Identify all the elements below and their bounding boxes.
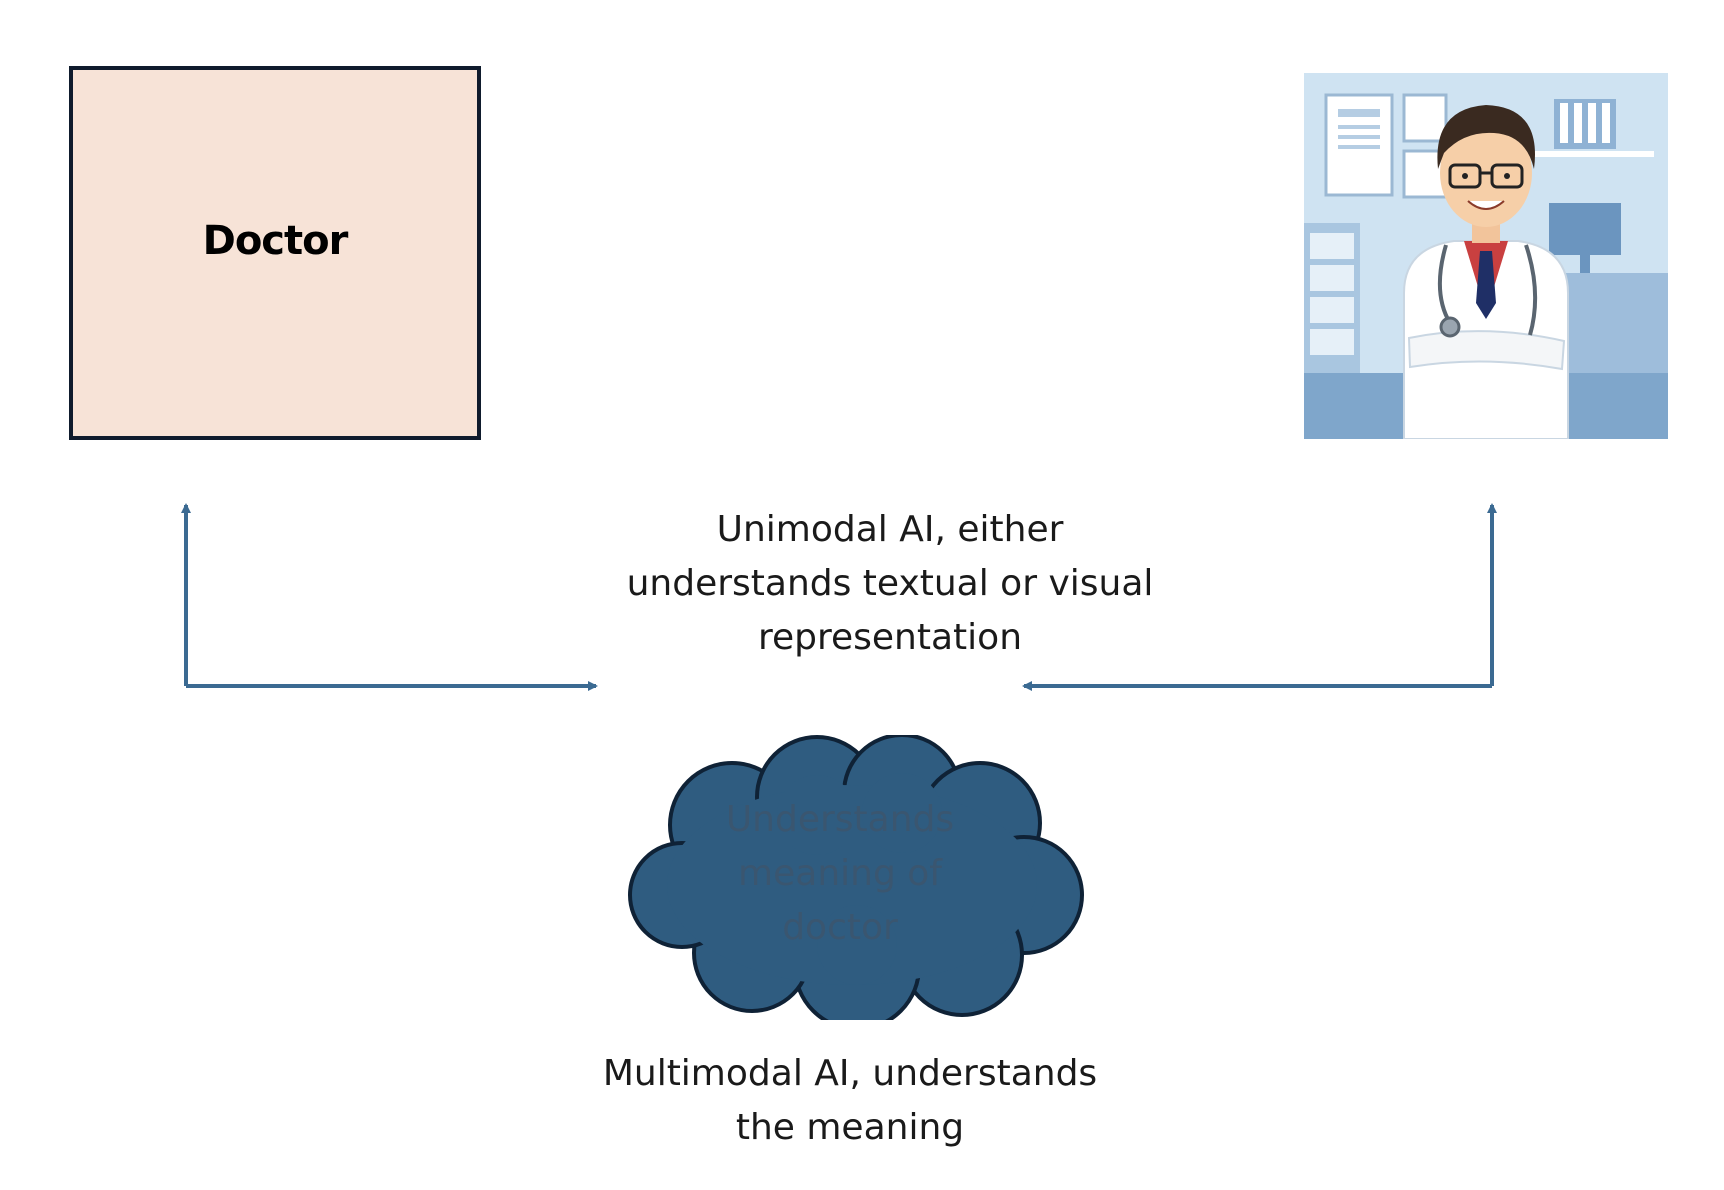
right-connector-arrow — [1022, 503, 1497, 691]
cloud-label-line-1: Understands — [725, 799, 955, 840]
cloud-label-line-3: doctor — [782, 907, 898, 948]
left-connector-arrow — [181, 503, 598, 691]
multimodal-caption-line-1: Multimodal AI, understands — [602, 1053, 1098, 1094]
cloud-label: Understands meaning of doctor — [650, 793, 1030, 955]
doctor-with-stethoscope-icon — [1304, 73, 1668, 439]
multimodal-caption: Multimodal AI, understands the meaning — [520, 1047, 1180, 1155]
unimodal-caption-line-3: representation — [757, 617, 1023, 658]
unimodal-caption-line-1: Unimodal AI, either — [716, 509, 1064, 550]
unimodal-caption: Unimodal AI, either understands textual … — [560, 503, 1220, 665]
doctor-word: Doctor — [202, 218, 349, 264]
unimodal-caption-line-2: understands textual or visual — [626, 563, 1154, 604]
doctor-text-box: Doctor — [69, 66, 481, 440]
cloud-label-line-2: meaning of — [738, 853, 942, 894]
cloud-shape — [628, 735, 1084, 1020]
multimodal-caption-line-2: the meaning — [735, 1107, 965, 1148]
